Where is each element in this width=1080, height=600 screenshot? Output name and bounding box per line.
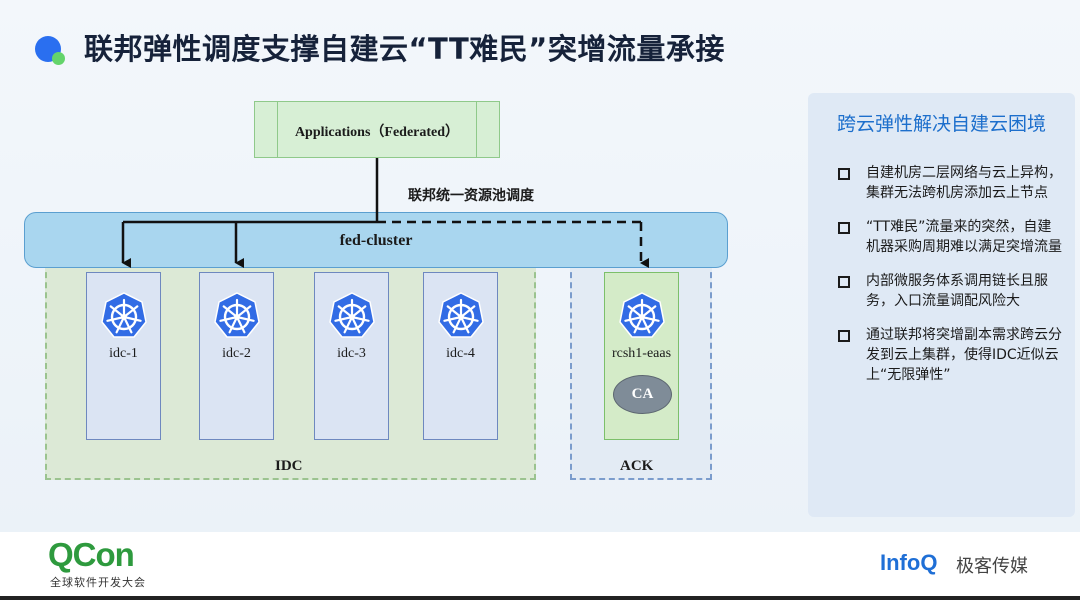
cluster-node-idc-3: idc-3 <box>314 272 389 440</box>
resource-pool-label: 联邦统一资源池调度 <box>408 188 534 204</box>
side-panel: 跨云弹性解决自建云困境 自建机房二层网络与云上异构，集群无法跨机房添加云上节点 … <box>808 93 1075 517</box>
fed-cluster-label: fed-cluster <box>339 232 413 249</box>
qcon-subtitle: 全球软件开发大会 <box>50 576 146 589</box>
idc-region-label: IDC <box>275 458 303 474</box>
square-bullet-icon <box>838 276 850 288</box>
list-item: 自建机房二层网络与云上异构，集群无法跨机房添加云上节点 <box>838 163 1063 203</box>
side-panel-list: 自建机房二层网络与云上异构，集群无法跨机房添加云上节点 “TT难民”流量来的突然… <box>838 163 1063 399</box>
square-bullet-icon <box>838 330 850 342</box>
side-panel-title: 跨云弹性解决自建云困境 <box>836 113 1046 135</box>
qcon-logo: QCon <box>48 536 135 573</box>
cluster-node-rcsh1-eaas: rcsh1-eaas CA <box>604 272 679 440</box>
list-item: “TT难民”流量来的突然，自建机器采购周期难以满足突增流量 <box>838 217 1063 257</box>
fed-cluster-bar: fed-cluster <box>24 212 728 268</box>
applications-box: Applications（Federated） <box>254 101 500 158</box>
list-item: 内部微服务体系调用链长且服务，入口流量调配风险大 <box>838 271 1063 311</box>
list-item: 通过联邦将突增副本需求跨云分发到云上集群，使得IDC近似云上“无限弹性” <box>838 325 1063 385</box>
infoq-logo: InfoQ <box>880 550 938 575</box>
list-item-text: “TT难民”流量来的突然，自建机器采购周期难以满足突增流量 <box>866 219 1062 255</box>
page-title: 联邦弹性调度支撑自建云“TT难民”突增流量承接 <box>84 32 725 66</box>
cluster-autoscaler-badge: CA <box>613 375 672 414</box>
node-label: idc-3 <box>337 346 366 361</box>
ack-region-label: ACK <box>620 458 654 474</box>
cluster-node-idc-1: idc-1 <box>86 272 161 440</box>
node-label: idc-4 <box>446 346 475 361</box>
list-item-text: 自建机房二层网络与云上异构，集群无法跨机房添加云上节点 <box>866 165 1062 201</box>
title-dot-green <box>52 52 65 65</box>
kubernetes-icon <box>436 291 486 341</box>
footer-divider <box>0 596 1080 600</box>
footer: QCon 全球软件开发大会 InfoQ 极客传媒 <box>0 532 1080 600</box>
cluster-node-idc-2: idc-2 <box>199 272 274 440</box>
kubernetes-icon <box>212 291 262 341</box>
kubernetes-icon <box>327 291 377 341</box>
node-label: rcsh1-eaas <box>611 346 672 361</box>
kubernetes-icon <box>99 291 149 341</box>
list-item-text: 通过联邦将突增副本需求跨云分发到云上集群，使得IDC近似云上“无限弹性” <box>866 327 1062 383</box>
cluster-node-idc-4: idc-4 <box>423 272 498 440</box>
kubernetes-icon <box>617 291 667 341</box>
applications-label: Applications（Federated） <box>294 125 460 140</box>
node-label: idc-1 <box>109 346 138 361</box>
square-bullet-icon <box>838 168 850 180</box>
square-bullet-icon <box>838 222 850 234</box>
list-item-text: 内部微服务体系调用链长且服务，入口流量调配风险大 <box>866 273 1048 309</box>
infoq-subtitle: 极客传媒 <box>956 556 1028 577</box>
node-label: idc-2 <box>222 346 251 361</box>
